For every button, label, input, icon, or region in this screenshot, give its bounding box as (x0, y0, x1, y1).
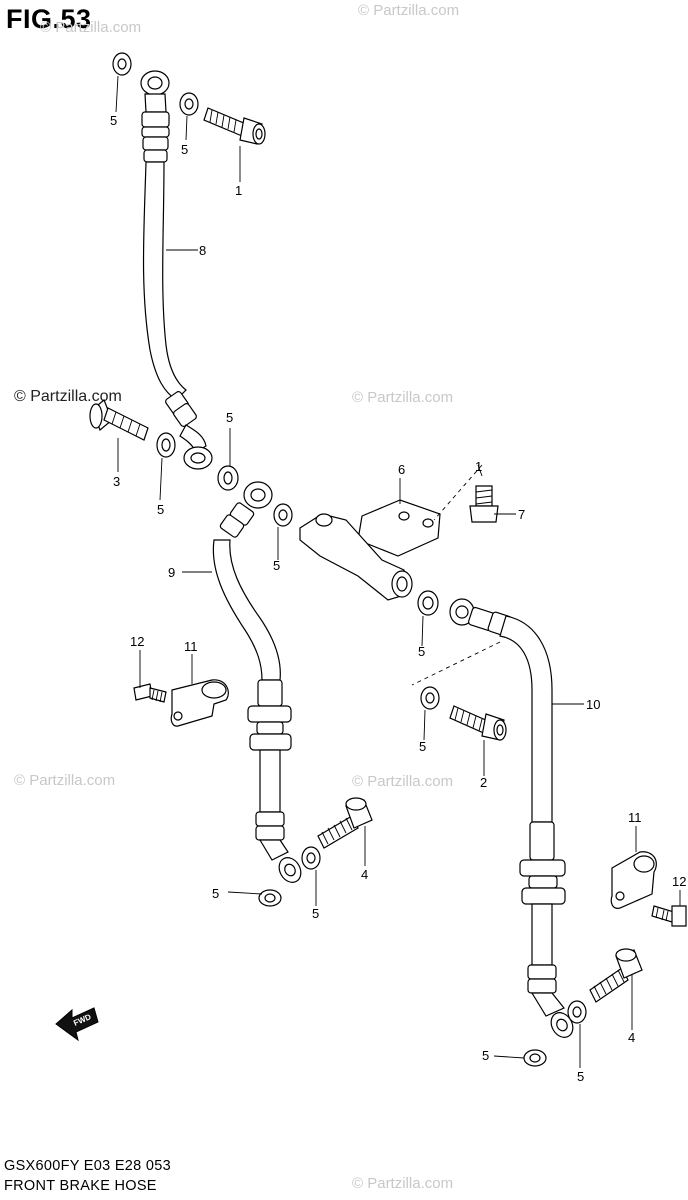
watermark: © Partzilla.com (14, 772, 115, 789)
callout-3: 3 (113, 474, 120, 489)
callout-12: 12 (672, 874, 686, 889)
section-title: FRONT BRAKE HOSE (4, 1178, 157, 1194)
bolt-12-right (651, 905, 687, 927)
brake-hose-8 (140, 70, 213, 470)
callout-5: 5 (110, 113, 117, 128)
watermark: © Partzilla.com (358, 2, 459, 19)
callout-5: 5 (273, 558, 280, 573)
callout-5: 5 (226, 410, 233, 425)
callout-5: 5 (212, 886, 219, 901)
callout-6: 6 (398, 462, 405, 477)
callout-2: 2 (480, 775, 487, 790)
banjo-bolt-1-top (203, 107, 266, 145)
watermark: © Partzilla.com (14, 388, 122, 405)
watermark: © Partzilla.com (352, 389, 453, 406)
watermark: © Partzilla.com (352, 773, 453, 790)
callout-5: 5 (157, 502, 164, 517)
callout-5: 5 (577, 1069, 584, 1084)
callout-5: 5 (181, 142, 188, 157)
callout-4: 4 (361, 867, 368, 882)
callout-8: 8 (199, 243, 206, 258)
clamp-11-left (170, 679, 229, 727)
watermark: © Partzilla.com (40, 19, 141, 36)
callout-5: 5 (419, 739, 426, 754)
callout-11: 11 (184, 639, 198, 654)
banjo-bolt-3 (89, 399, 149, 441)
model-line: GSX600FY E03 E28 053 (4, 1158, 171, 1174)
watermark: © Partzilla.com (352, 1175, 453, 1192)
brake-hose-joint-6 (299, 499, 441, 601)
brake-hose-10 (417, 590, 574, 1038)
callout-11: 11 (628, 810, 642, 825)
callout-10: 10 (586, 697, 600, 712)
fwd-arrow: FWD (55, 1007, 99, 1042)
banjo-bolt-4-middle (317, 797, 373, 849)
callout-9: 9 (168, 565, 175, 580)
callout-5: 5 (482, 1048, 489, 1063)
callout-12: 12 (130, 634, 144, 649)
banjo-bolt-2 (449, 705, 507, 741)
leader-lines (115, 75, 681, 1068)
bolt-7 (469, 485, 499, 523)
figure-title: FIG.53 (6, 4, 92, 34)
banjo-bolt-4-bottom (589, 948, 643, 1003)
callout-4: 4 (628, 1030, 635, 1045)
callout-5: 5 (418, 644, 425, 659)
callout-1: 1 (235, 183, 242, 198)
callout-7: 7 (518, 507, 525, 522)
bolt-12-left (133, 683, 167, 703)
brake-hose-9 (212, 481, 302, 883)
callout-5: 5 (312, 906, 319, 921)
clamp-11-right (610, 851, 657, 909)
callout-1: 1 (475, 459, 482, 474)
